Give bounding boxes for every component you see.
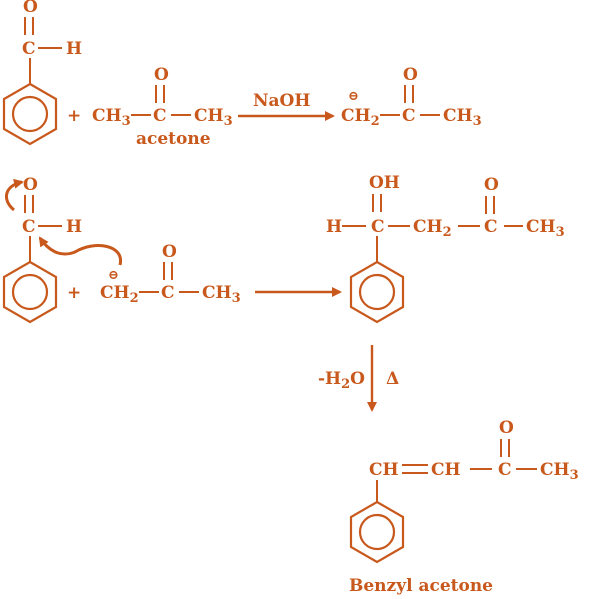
methyl-group: CH3 bbox=[202, 283, 241, 306]
ch2-group: CH2 bbox=[413, 217, 452, 240]
enolate-2: ⊖ CH2 C CH3 O bbox=[100, 242, 241, 306]
hydrogen: H bbox=[326, 217, 342, 237]
methyl-group: CH3 bbox=[443, 106, 482, 129]
carbinol-carbon: C bbox=[371, 217, 385, 237]
acetone-label: acetone bbox=[136, 129, 211, 149]
vinyl-ch-1: CH bbox=[369, 460, 399, 480]
carbonyl-carbon: C bbox=[498, 460, 512, 480]
carbanion-charge: ⊖ bbox=[108, 268, 119, 283]
ch2-group: CH2 bbox=[341, 106, 380, 129]
carbonyl-oxygen: O bbox=[403, 65, 418, 85]
benzaldehyde-1: O C H bbox=[2, 0, 82, 146]
reagent-naoh: NaOH bbox=[253, 91, 310, 111]
carbanion-charge: ⊖ bbox=[348, 89, 359, 104]
carbonyl-oxygen: O bbox=[23, 0, 38, 17]
carbonyl-carbon: C bbox=[153, 106, 167, 126]
carbonyl-oxygen: O bbox=[154, 65, 169, 85]
carbonyl-oxygen: O bbox=[484, 175, 499, 195]
acetone: CH3 C CH3 O acetone bbox=[92, 65, 233, 149]
aldehyde-carbon: C bbox=[22, 39, 36, 59]
aldol-product: OH H C CH2 C CH3 O bbox=[326, 173, 565, 324]
plus-sign: + bbox=[67, 106, 81, 126]
condition-heat: Δ bbox=[386, 369, 399, 389]
hydroxyl-group: OH bbox=[369, 173, 400, 193]
benzene-ring bbox=[2, 82, 58, 146]
methyl-group: CH3 bbox=[540, 460, 579, 483]
ch2-group: CH2 bbox=[100, 283, 139, 306]
product-label: Benzyl acetone bbox=[349, 576, 493, 596]
condition-dehydration: -H2O bbox=[318, 369, 365, 392]
vinyl-ch-2: CH bbox=[431, 460, 461, 480]
aldehyde-carbon: C bbox=[22, 217, 36, 237]
methyl-right: CH3 bbox=[194, 106, 233, 129]
carbonyl-oxygen: O bbox=[162, 242, 177, 262]
carbonyl-carbon: C bbox=[484, 217, 498, 237]
aldehyde-hydrogen: H bbox=[66, 39, 82, 59]
electron-arrow-nucleophile bbox=[38, 236, 122, 266]
aldehyde-hydrogen: H bbox=[66, 217, 82, 237]
benzyl-acetone: CH CH C CH3 O Benzyl acetone bbox=[349, 418, 579, 596]
enolate-1: ⊖ CH2 C CH3 O bbox=[341, 65, 482, 129]
benzene-ring bbox=[349, 260, 405, 324]
methyl-group: CH3 bbox=[526, 217, 565, 240]
benzaldehyde-2: O C H bbox=[2, 175, 82, 324]
electron-arrow-carbonyl bbox=[5, 178, 24, 212]
carbonyl-oxygen: O bbox=[23, 175, 38, 195]
benzene-ring bbox=[2, 260, 58, 324]
plus-sign: + bbox=[67, 283, 81, 303]
carbonyl-carbon: C bbox=[402, 106, 416, 126]
carbonyl-oxygen: O bbox=[499, 418, 514, 438]
carbonyl-carbon: C bbox=[161, 283, 175, 303]
methyl-left: CH3 bbox=[92, 106, 131, 129]
benzene-ring bbox=[349, 500, 405, 564]
